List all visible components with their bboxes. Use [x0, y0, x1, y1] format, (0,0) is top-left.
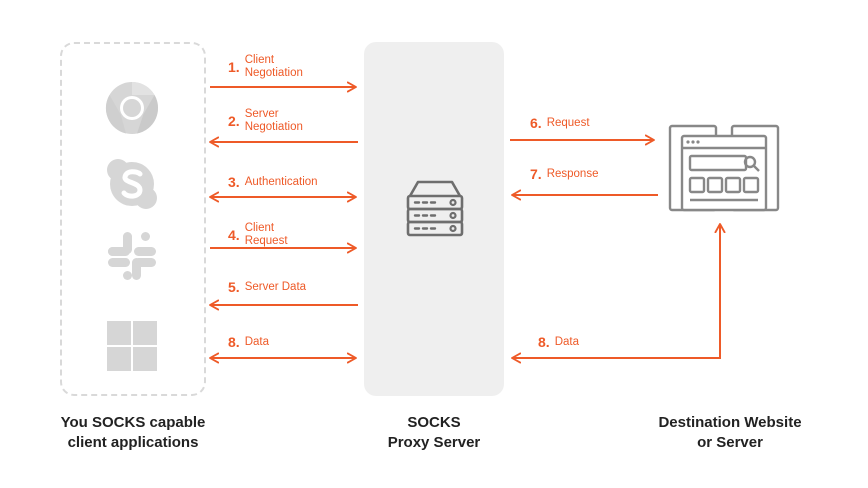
caption-client: You SOCKS capable client applications [60, 414, 206, 451]
chrome-icon [105, 82, 158, 134]
windows-icon [107, 321, 157, 371]
server-rack-icon [406, 180, 464, 237]
step-label-response: 7. Response [530, 166, 599, 182]
slack-icon [108, 232, 156, 280]
step-label-data-right: 8. Data [538, 334, 579, 350]
step-label-server-data: 5. Server Data [228, 279, 307, 295]
step-label-data-left: 8. Data [228, 334, 269, 350]
proxy-server-box [364, 42, 504, 396]
skype-icon [107, 159, 157, 209]
arrow-data-right [511, 223, 726, 364]
caption-destination: Destination Website or Server [658, 414, 802, 451]
website-icon [668, 124, 780, 212]
client-apps-box [60, 42, 206, 396]
step-label-authentication: 3. Authentication [228, 174, 318, 190]
step-label-request: 6. Request [530, 115, 590, 131]
caption-proxy: SOCKS Proxy Server [387, 414, 481, 451]
